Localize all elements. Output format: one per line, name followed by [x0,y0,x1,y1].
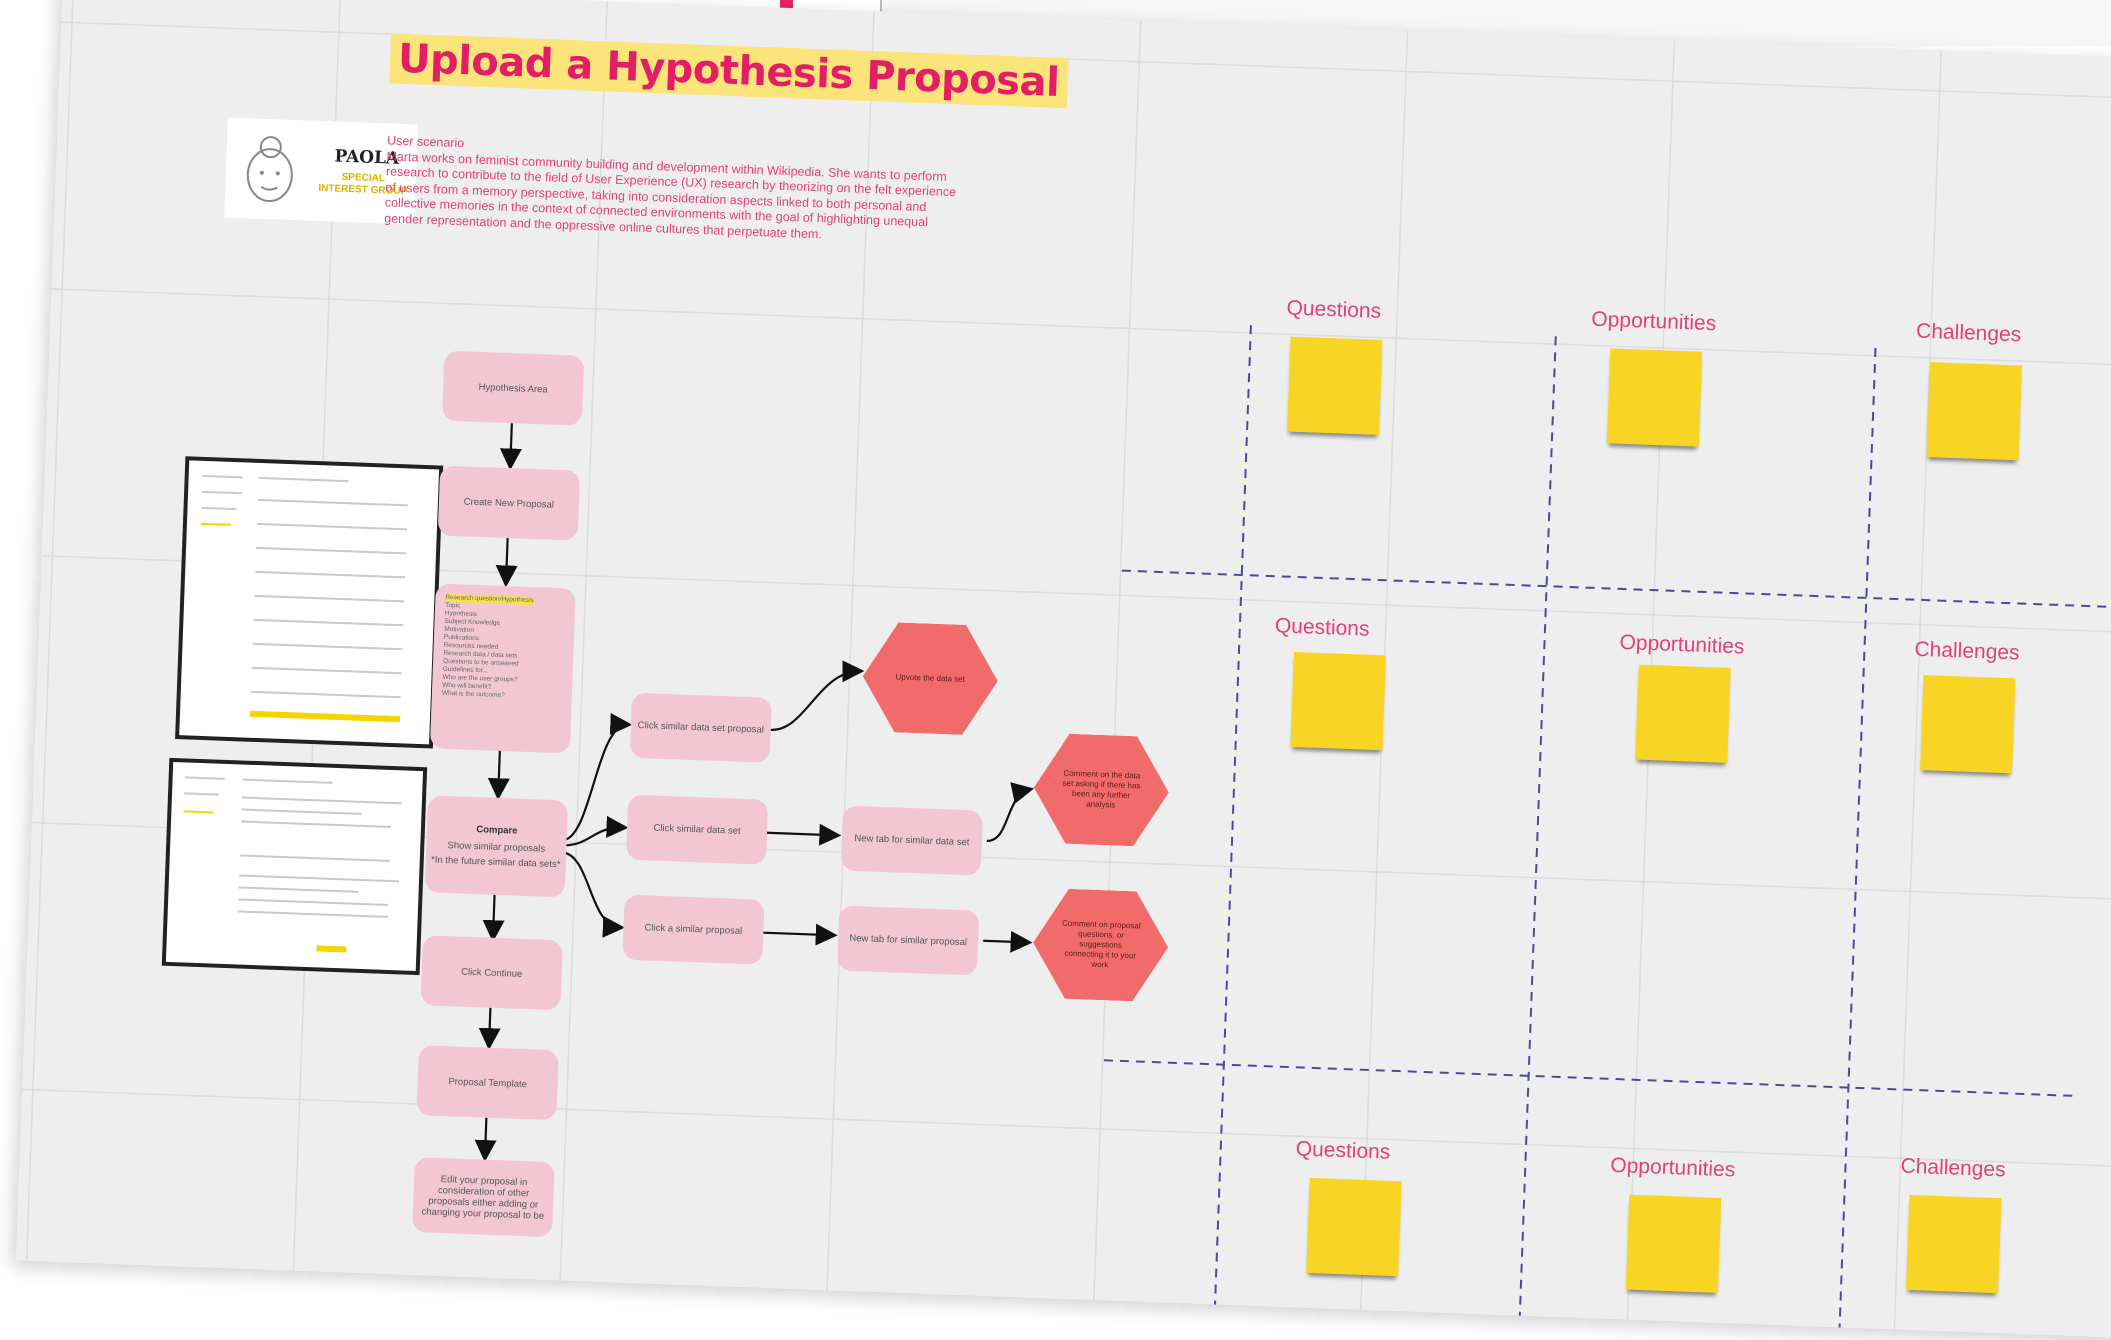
grid-dividers [1103,325,2111,1328]
row1-questions-heading: Questions [1286,296,1382,323]
row2-questions-sticky-note[interactable] [1290,651,1386,751]
row1-questions-sticky-note[interactable] [1287,336,1383,435]
row3-challenges-heading: Challenges [1900,1154,2006,1182]
row2-questions-heading: Questions [1274,614,1370,641]
row1-opportunities-sticky-note[interactable] [1606,348,1703,447]
row2-challenges-heading: Challenges [1914,637,2020,665]
row3-opportunities-heading: Opportunities [1609,1153,1736,1182]
row2-opportunities-sticky-note[interactable] [1635,664,1731,763]
row1-opportunities-heading: Opportunities [1590,307,1717,336]
row2-challenges-sticky-note[interactable] [1920,675,2016,774]
row1-challenges-sticky-note[interactable] [1926,362,2022,461]
flow-connectors [474,423,1035,1163]
group-logo: PAOLA SPECIAL INTEREST GROUP [224,117,418,225]
whiteboard-canvas[interactable]: Upload a Hypothesis Proposal PAOLA SPECI… [15,0,2111,1340]
row3-challenges-sticky-note[interactable] [1906,1194,2002,1294]
row3-questions-sticky-note[interactable] [1306,1177,1402,1277]
row3-opportunities-sticky-note[interactable] [1625,1194,1722,1293]
face-sketch-icon [246,136,293,203]
row2-opportunities-heading: Opportunities [1619,630,1745,659]
row1-challenges-heading: Challenges [1915,319,2022,347]
row3-questions-heading: Questions [1295,1137,1391,1164]
